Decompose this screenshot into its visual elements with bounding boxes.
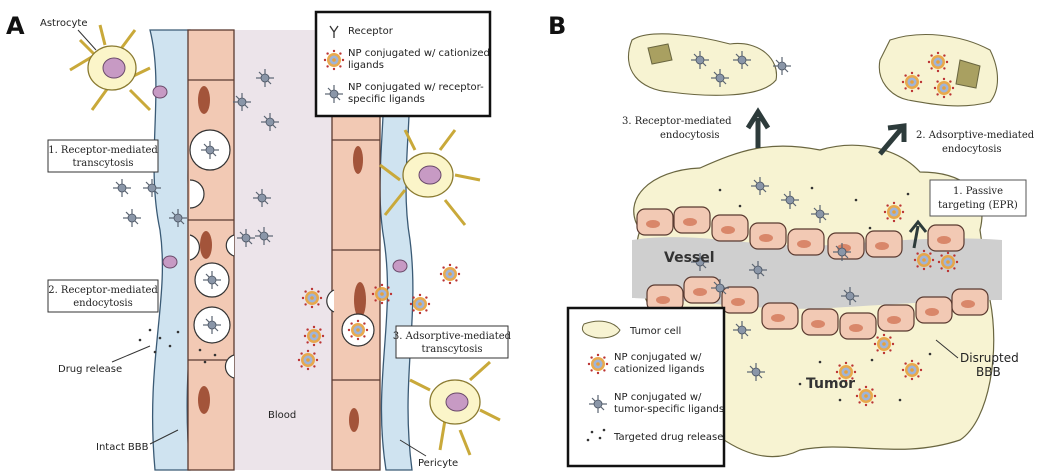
arrow-passive [908, 219, 928, 249]
nucleus-glia-2 [162, 255, 178, 269]
vessel-label: Vessel [664, 250, 715, 266]
step3-box-a: 3. Adsorptive-mediated transcytosis [393, 325, 512, 359]
panel-b: B 3. Receptor-mediated endocytosis 2. Ad… [548, 12, 1035, 468]
step2-a-line2: endocytosis [73, 298, 133, 309]
nucleus-glia-1 [152, 85, 168, 99]
step2-b-line1: 2. Adsorptive-mediated [916, 130, 1035, 141]
drug-release-icon [586, 428, 606, 442]
legend-b-drug: Targeted drug release [613, 432, 723, 443]
astrocyte-bottom [409, 360, 501, 456]
step1-b-line1: 1. Passive [953, 186, 1003, 197]
drug-release-label: Drug release [58, 364, 122, 375]
pericyte-label: Pericyte [418, 458, 458, 469]
tumor-cell-right [878, 33, 999, 107]
blood-label: Blood [268, 410, 296, 421]
step2-a-line1: 2. Receptor-mediated [48, 285, 158, 296]
panel-b-letter: B [548, 12, 566, 40]
legend-b: Tumor cell NP conjugated w/ cationized l… [566, 306, 726, 468]
legend-receptor: Receptor [348, 26, 394, 37]
legend-b-tumor-cell: Tumor cell [629, 326, 681, 337]
step1-box-a: 1. Receptor-mediated transcytosis [47, 139, 159, 173]
legend-b-np-c-2: cationized ligands [614, 364, 704, 375]
step1-a-line1: 1. Receptor-mediated [48, 145, 158, 156]
legend-a: Receptor NP conjugated w/ cationized lig… [314, 10, 492, 118]
astrocyte-right [379, 129, 481, 226]
legend-np-cationized-1: NP conjugated w/ cationized [348, 48, 490, 59]
drug-dots-a [138, 328, 217, 364]
intact-bbb-label: Intact BBB [96, 442, 149, 453]
astrocyte-cell [69, 24, 152, 112]
drug-dots-b [718, 186, 932, 402]
legend-b-np-c-1: NP conjugated w/ [614, 352, 702, 363]
step1-b-line2: targeting (EPR) [938, 200, 1018, 211]
step3-a-line1: 3. Adsorptive-mediated [393, 331, 512, 342]
tumor-cell-left [627, 33, 792, 96]
arrow-receptor [745, 107, 771, 148]
passive-box: 1. Passive targeting (EPR) [929, 179, 1027, 217]
panel-a: Receptor NP conjugated w/ cationized lig… [6, 10, 512, 471]
step1-a-line2: transcytosis [72, 158, 133, 169]
step2-box-a: 2. Receptor-mediated endocytosis [47, 279, 159, 313]
legend-b-np-t-1: NP conjugated w/ [614, 392, 702, 403]
arrow-adsorptive [878, 123, 907, 156]
step3-a-line2: transcytosis [421, 344, 482, 355]
legend-b-np-t-2: tumor-specific ligands [614, 404, 724, 415]
disrupted-line2: BBB [976, 365, 1001, 379]
step2-b-line2: endocytosis [942, 144, 1002, 155]
receptor-icon [329, 25, 339, 38]
tumor-label: Tumor [806, 376, 855, 392]
step3-b-line2: endocytosis [660, 130, 720, 141]
legend-np-receptor-2: specific ligands [348, 94, 425, 105]
disrupted-line1: Disrupted [960, 351, 1019, 365]
legend-np-cationized-2: ligands [348, 60, 384, 71]
tumor-cell-icon [581, 320, 621, 339]
step3-b-line1: 3. Receptor-mediated [622, 116, 732, 127]
astrocyte-label: Astrocyte [40, 18, 87, 29]
legend-np-receptor-1: NP conjugated w/ receptor- [348, 82, 484, 93]
panel-a-letter: A [6, 12, 25, 40]
nucleus-glia-3 [392, 259, 408, 273]
